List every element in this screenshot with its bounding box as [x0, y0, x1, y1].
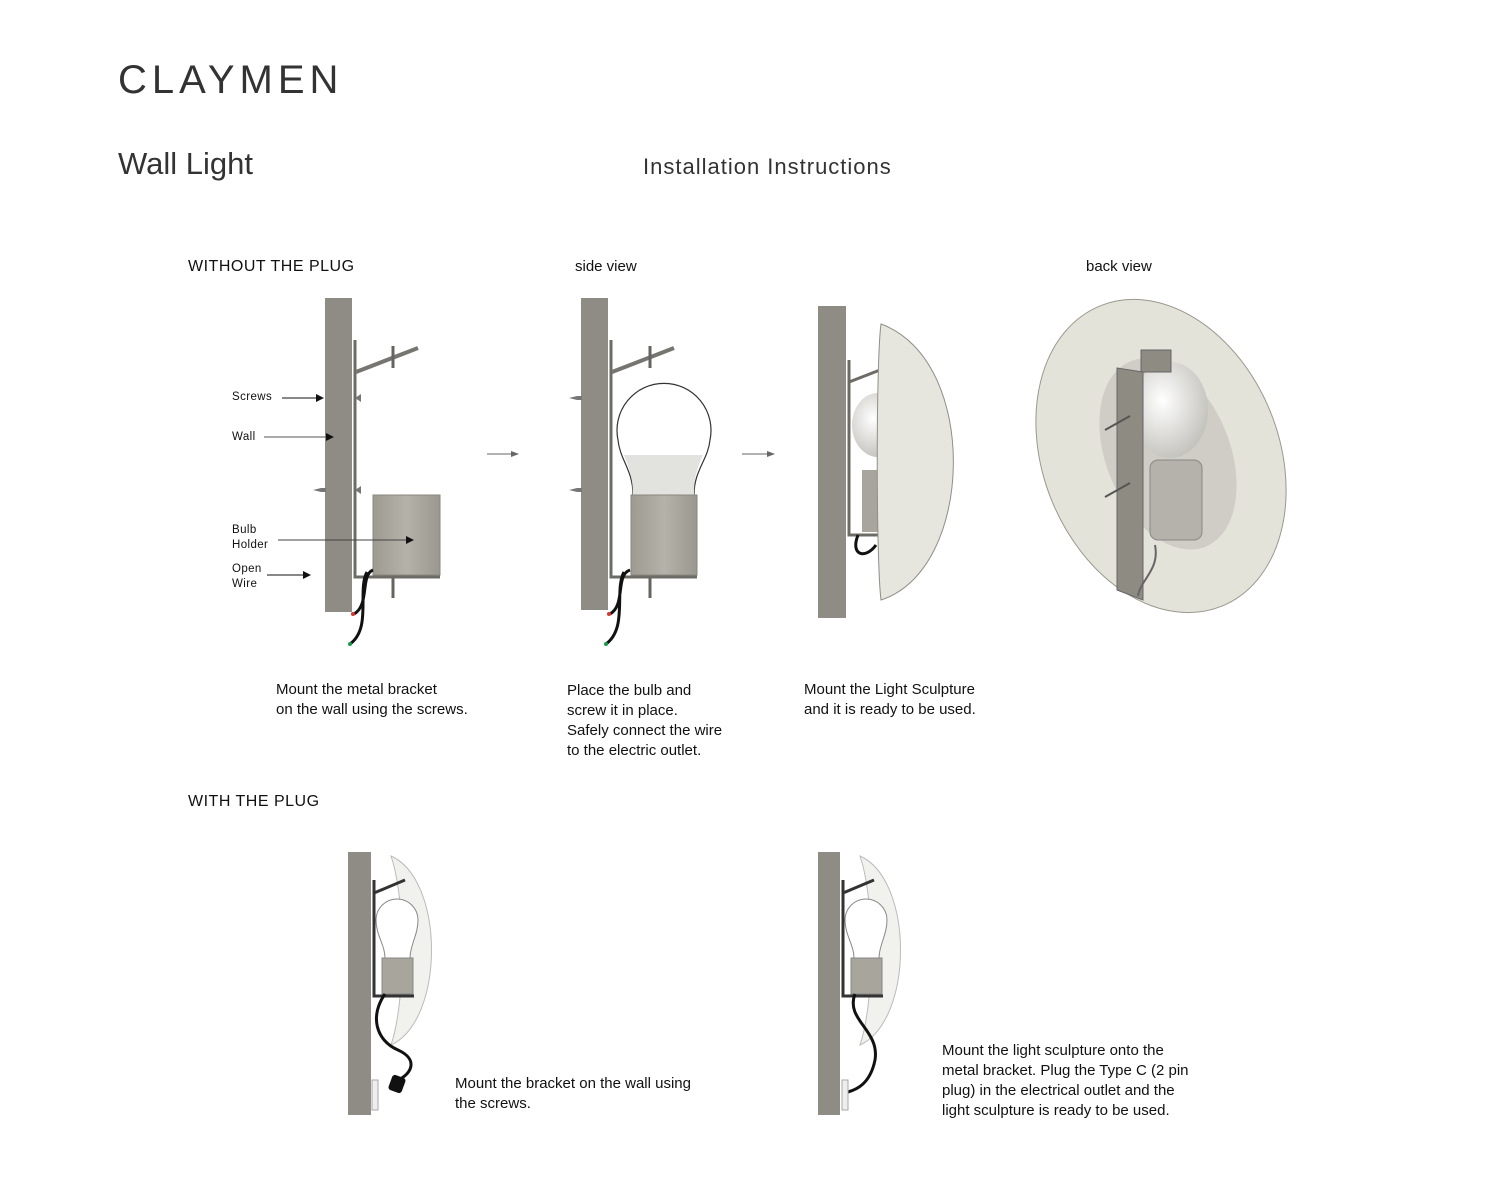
- figure-sculpture-mounted: [818, 306, 954, 618]
- document-title: Installation Instructions: [643, 154, 892, 179]
- figure-plug-bracket: [348, 852, 432, 1115]
- bracket: [353, 340, 440, 579]
- side-view-label: side view: [575, 258, 637, 275]
- wall-shape: [325, 298, 352, 612]
- open-wire: [349, 568, 374, 646]
- label-bulb-holder: Bulb Holder: [232, 524, 269, 551]
- plug-step-1-caption: Mount the bracket on the wall using the …: [455, 1075, 691, 1112]
- section-title-without-plug: WITHOUT THE PLUG: [188, 258, 355, 275]
- plug-step-2-caption: Mount the light sculpture onto the metal…: [942, 1042, 1189, 1119]
- label-open-wire: Open Wire: [232, 563, 262, 590]
- bulb-holder-shape: [372, 494, 441, 576]
- section-title-with-plug: WITH THE PLUG: [188, 793, 320, 810]
- rod: [355, 346, 419, 374]
- back-view-label: back view: [1086, 258, 1152, 275]
- figure-plug-connected: [818, 852, 901, 1115]
- figure-back-view: [1035, 298, 1287, 614]
- step-1-caption: Mount the metal bracket on the wall usin…: [276, 681, 468, 718]
- figure-bracket-mounted: [264, 298, 441, 646]
- light-sculpture-shade: [876, 323, 954, 601]
- step-3-caption: Mount the Light Sculpture and it is read…: [804, 681, 976, 718]
- figure-bulb-installed: [569, 298, 712, 646]
- label-screws: Screws: [232, 391, 273, 403]
- label-wall: Wall: [232, 431, 256, 443]
- brand-logo: CLAYMEN: [118, 58, 344, 102]
- product-title: Wall Light: [118, 146, 253, 181]
- step-2-caption: Place the bulb and screw it in place. Sa…: [567, 682, 723, 759]
